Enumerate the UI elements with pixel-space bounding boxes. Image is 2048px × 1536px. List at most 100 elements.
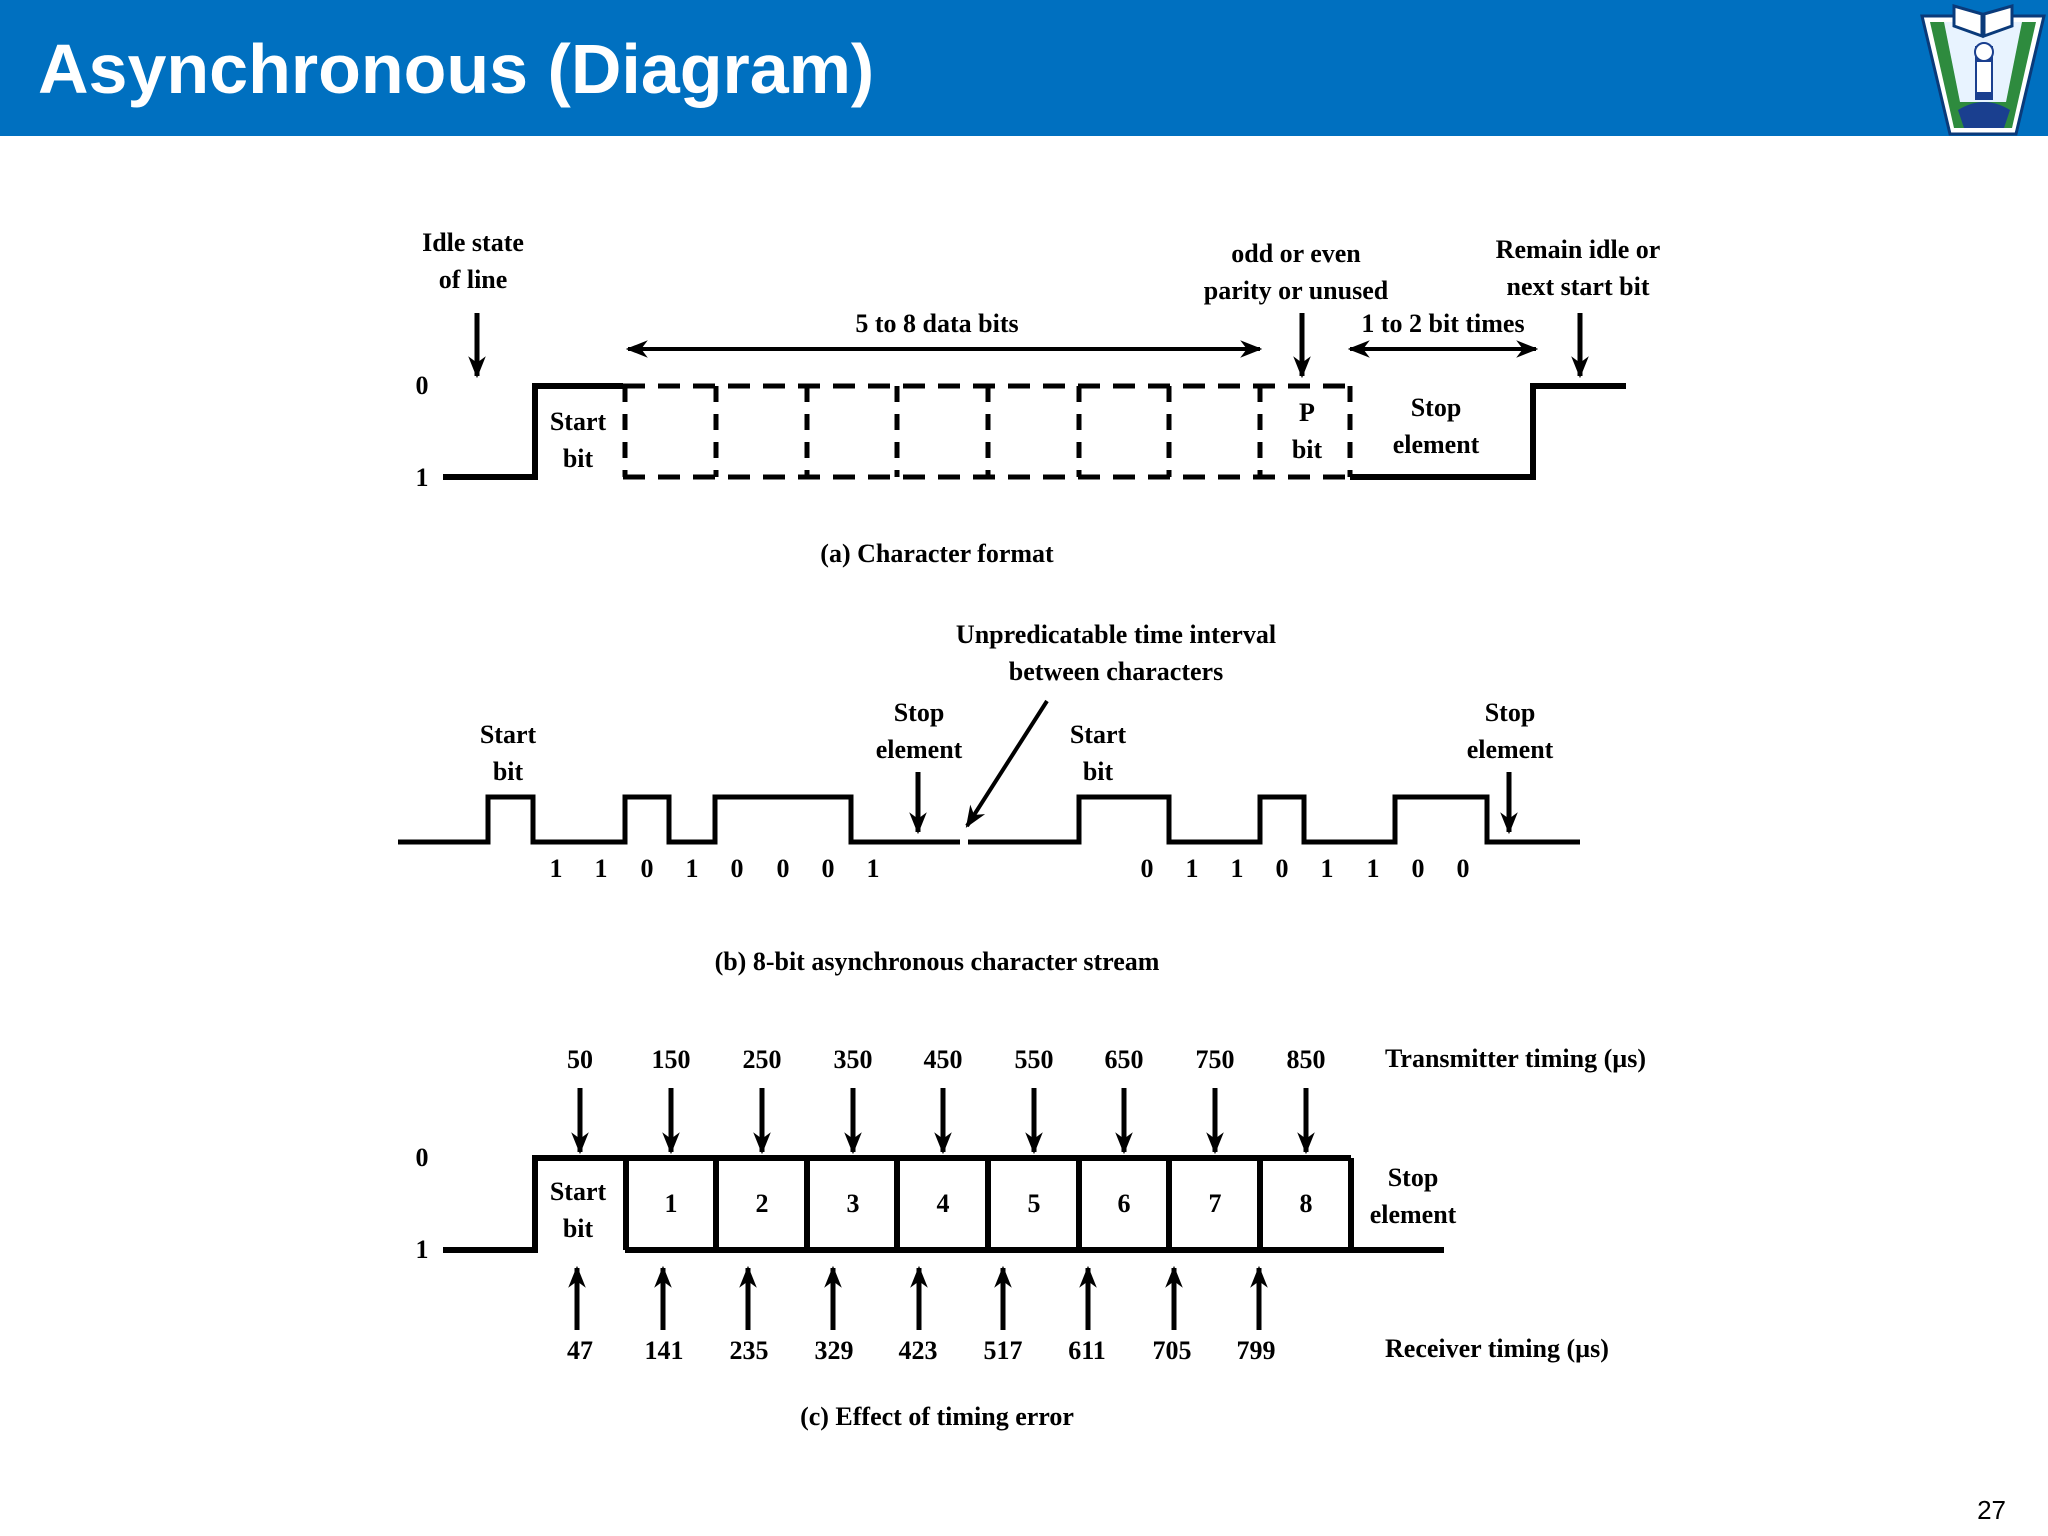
- bit-cell-number: 8: [1300, 1189, 1313, 1218]
- start-bit-1-label: Start: [480, 720, 537, 749]
- bit-value: 0: [1412, 854, 1425, 883]
- bit-cell-number: 3: [847, 1189, 860, 1218]
- title-bar: Asynchronous (Diagram): [0, 0, 2048, 136]
- level-0-label: 0: [416, 1143, 429, 1172]
- tx-time: 550: [1015, 1045, 1054, 1074]
- bit-value: 1: [550, 854, 563, 883]
- tx-time: 850: [1287, 1045, 1326, 1074]
- rx-time: 611: [1068, 1336, 1106, 1365]
- interval-arrow: [965, 699, 1049, 828]
- rx-time: 423: [899, 1336, 938, 1365]
- idle-state-label-line2: of line: [439, 265, 508, 294]
- tx-time: 250: [743, 1045, 782, 1074]
- start-bit-label-line2: bit: [563, 444, 594, 473]
- interval-label-line2: between characters: [1009, 657, 1223, 686]
- bit-value: 1: [686, 854, 699, 883]
- bit-value: 1: [1321, 854, 1334, 883]
- remain-idle-label: Remain idle or: [1496, 235, 1661, 264]
- start-bit-2-label-line2: bit: [1083, 757, 1114, 786]
- bit-value: 1: [1231, 854, 1244, 883]
- stop-element-waveform: [1350, 383, 1626, 480]
- bit-times-label: 1 to 2 bit times: [1361, 309, 1524, 338]
- caption-b: (b) 8-bit asynchronous character stream: [715, 947, 1160, 976]
- data-bits-label: 5 to 8 data bits: [855, 309, 1018, 338]
- transmitter-times: 50 150 250 350 450 550 650 750 850: [567, 1045, 1326, 1074]
- bit-cell-number: 6: [1118, 1189, 1131, 1218]
- stop-element-1-label: Stop: [894, 698, 945, 727]
- bit-value: 1: [867, 854, 880, 883]
- bit-value: 0: [731, 854, 744, 883]
- start-bit-1-label-line2: bit: [493, 757, 524, 786]
- bit-value: 0: [822, 854, 835, 883]
- slide-title: Asynchronous (Diagram): [38, 30, 875, 108]
- level-0-label: 0: [416, 371, 429, 400]
- bit-values-group-2: 0 1 1 0 1 1 0 0: [1141, 854, 1470, 883]
- tx-time: 650: [1105, 1045, 1144, 1074]
- stop-element-label: Stop: [1411, 393, 1462, 422]
- stop-element-label-line2: element: [1393, 430, 1480, 459]
- start-bit-2-label: Start: [1070, 720, 1127, 749]
- bit-value: 0: [641, 854, 654, 883]
- rx-time: 705: [1153, 1336, 1192, 1365]
- stop-element-2-label: Stop: [1485, 698, 1536, 727]
- bit-cell-number: 1: [665, 1189, 678, 1218]
- start-bit-waveform: [443, 383, 623, 480]
- bit-values-group-1: 1 1 0 1 0 0 0 1: [550, 854, 880, 883]
- tx-time: 750: [1196, 1045, 1235, 1074]
- receiver-times: 47 141 235 329 423 517 611 705 799: [567, 1336, 1276, 1365]
- tx-time: 450: [924, 1045, 963, 1074]
- transmitter-timing-label: Transmitter timing (µs): [1385, 1044, 1646, 1073]
- tx-time: 50: [567, 1045, 593, 1074]
- bit-value: 1: [595, 854, 608, 883]
- parity-label-line2: parity or unused: [1204, 276, 1389, 305]
- timing-waveform-upper: [443, 1155, 1351, 1253]
- school-crest-logo-icon: [1920, 4, 2046, 136]
- start-bit-label-line2: bit: [563, 1214, 594, 1243]
- bit-cell-number: 4: [937, 1189, 950, 1218]
- stream-waveform-2: [968, 794, 1580, 845]
- bit-value: 1: [1186, 854, 1199, 883]
- rx-time: 799: [1237, 1336, 1276, 1365]
- bit-cell-number: 7: [1209, 1189, 1222, 1218]
- rx-time: 517: [984, 1336, 1023, 1365]
- timing-error-diagram: 50 150 250 350 450 550 650 750 850 Trans…: [416, 1044, 1646, 1431]
- receiver-arrows: [568, 1265, 1268, 1330]
- bit-value: 0: [1457, 854, 1470, 883]
- start-bit-label: Start: [550, 407, 607, 436]
- bit-value: 0: [777, 854, 790, 883]
- stream-waveform-1: [398, 794, 960, 845]
- bit-cell-number: 2: [756, 1189, 769, 1218]
- page-number: 27: [1977, 1495, 2006, 1525]
- level-1-label: 1: [416, 1235, 429, 1264]
- receiver-timing-label: Receiver timing (µs): [1385, 1334, 1609, 1363]
- idle-state-label: Idle state: [422, 228, 524, 257]
- caption-c: (c) Effect of timing error: [800, 1402, 1074, 1431]
- parity-label: odd or even: [1231, 239, 1361, 268]
- p-bit-label-line2: bit: [1292, 435, 1323, 464]
- timing-cell-dividers: [623, 1158, 1354, 1250]
- bit-cell-number: 5: [1028, 1189, 1041, 1218]
- bit-cell-numbers: 1 2 3 4 5 6 7 8: [665, 1189, 1313, 1218]
- start-bit-label: Start: [550, 1177, 607, 1206]
- bit-value: 0: [1141, 854, 1154, 883]
- rx-time: 329: [815, 1336, 854, 1365]
- transmitter-arrows: [571, 1088, 1315, 1155]
- character-format-diagram: Idle state of line 5 to 8 data bits odd …: [416, 228, 1661, 568]
- stop-element-2-label-line2: element: [1467, 735, 1554, 764]
- interval-label: Unpredicatable time interval: [956, 620, 1276, 649]
- rx-time: 47: [567, 1336, 593, 1365]
- p-bit-label: P: [1299, 398, 1315, 427]
- bit-cell-dividers: [622, 386, 1353, 477]
- bit-value: 0: [1276, 854, 1289, 883]
- character-stream-diagram: Unpredicatable time interval between cha…: [398, 620, 1580, 976]
- rx-time: 235: [730, 1336, 769, 1365]
- tx-time: 350: [834, 1045, 873, 1074]
- caption-a: (a) Character format: [820, 539, 1054, 568]
- stop-element-label-line2: element: [1370, 1200, 1457, 1229]
- bit-value: 1: [1367, 854, 1380, 883]
- tx-time: 150: [652, 1045, 691, 1074]
- rx-time: 141: [645, 1336, 684, 1365]
- level-1-label: 1: [416, 463, 429, 492]
- stop-element-1-label-line2: element: [876, 735, 963, 764]
